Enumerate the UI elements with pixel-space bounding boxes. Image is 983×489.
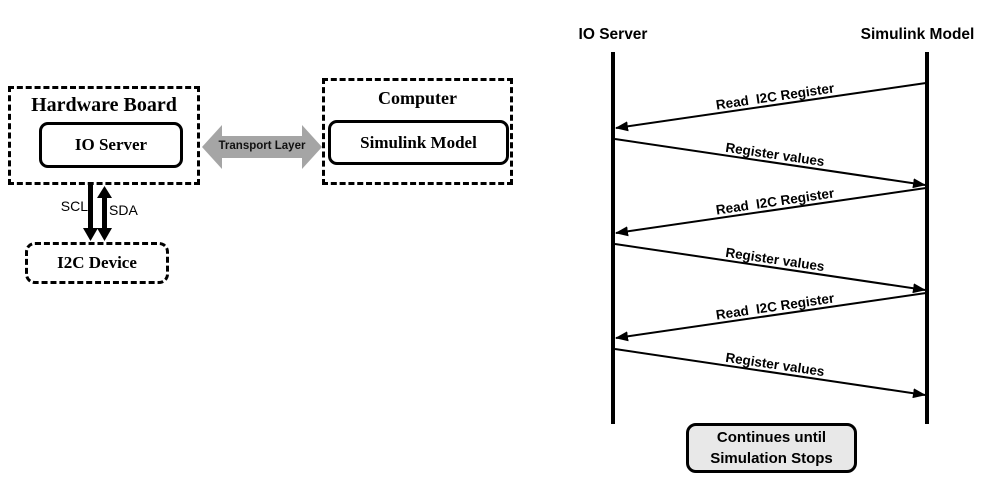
scl-label: SCL bbox=[60, 198, 88, 214]
sda-label: SDA bbox=[109, 202, 138, 218]
simulink-model-box: Simulink Model bbox=[328, 120, 509, 165]
message-arrow-values-1 bbox=[614, 138, 926, 189]
message-arrow-read-2 bbox=[615, 187, 927, 237]
scl-bus-arrow bbox=[83, 185, 98, 241]
message-arrow-values-2 bbox=[614, 243, 926, 294]
i2c-device-box: I2C Device bbox=[25, 242, 169, 284]
io-server-box: IO Server bbox=[39, 122, 183, 168]
transport-layer-label: Transport Layer bbox=[218, 140, 306, 152]
io-server-label: IO Server bbox=[74, 135, 148, 154]
simulink-model-label: Simulink Model bbox=[360, 132, 477, 152]
continues-note-line1: Continues until bbox=[716, 429, 827, 446]
continues-note-box: Continues until Simulation Stops bbox=[686, 423, 857, 473]
transport-arrow-right-head bbox=[302, 125, 322, 169]
continues-note-line2: Simulation Stops bbox=[710, 450, 833, 467]
i2c-device-label: I2C Device bbox=[57, 253, 137, 272]
transport-arrow-shaft bbox=[221, 136, 303, 158]
lifeline-header-io-server: IO Server bbox=[578, 26, 648, 43]
lifeline-header-simulink-model: Simulink Model bbox=[860, 26, 975, 43]
computer-title: Computer bbox=[378, 88, 457, 108]
message-arrow-read-1 bbox=[615, 82, 927, 132]
message-arrow-read-3 bbox=[615, 292, 927, 342]
message-arrow-values-3 bbox=[614, 348, 926, 399]
transport-arrow-left-head bbox=[202, 125, 222, 169]
sda-bus-arrow bbox=[97, 186, 112, 241]
hardware-board-title: Hardware Board bbox=[31, 94, 177, 116]
